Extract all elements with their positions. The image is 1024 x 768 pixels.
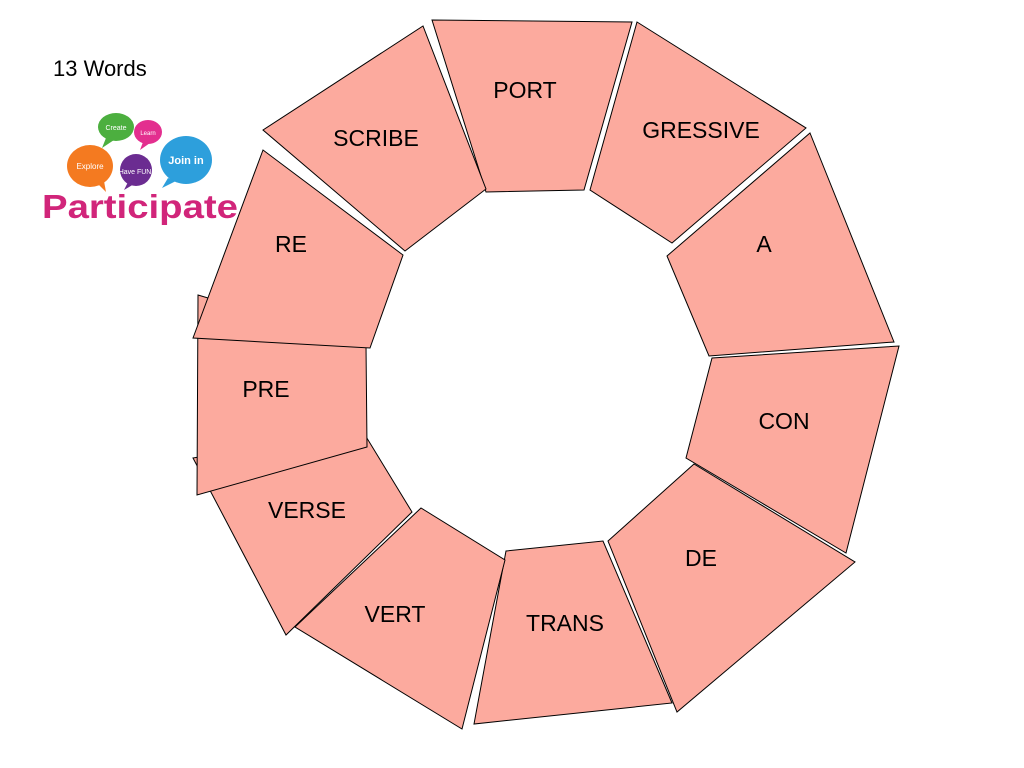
explore-bubble-text: Explore bbox=[76, 162, 104, 171]
tile-shape-port[interactable] bbox=[431, 19, 633, 193]
tile-label-con: CON bbox=[758, 408, 809, 434]
tile-shape-trans[interactable] bbox=[473, 540, 673, 725]
tile-shape-con[interactable] bbox=[685, 345, 900, 554]
tile-shape-re[interactable] bbox=[192, 149, 404, 349]
tile-label-scribe: SCRIBE bbox=[333, 125, 419, 151]
join-in-bubble-icon: Join in bbox=[160, 136, 212, 188]
learn-bubble-text: Learn bbox=[140, 131, 155, 137]
participate-logo: Create Learn Explore Have FUN! Join in P… bbox=[42, 113, 238, 225]
tile-vert[interactable]: VERT bbox=[294, 507, 506, 730]
tile-shape-gressive[interactable] bbox=[589, 21, 807, 244]
explore-bubble-icon: Explore bbox=[67, 145, 113, 192]
tile-label-pre: PRE bbox=[242, 376, 289, 402]
tile-a[interactable]: A bbox=[666, 132, 895, 357]
participate-wordmark: Participate bbox=[42, 188, 238, 225]
tile-scribe[interactable]: SCRIBE bbox=[262, 25, 487, 252]
tile-shape-scribe[interactable] bbox=[262, 25, 487, 252]
tile-label-gressive: GRESSIVE bbox=[642, 117, 760, 143]
learn-bubble-icon: Learn bbox=[134, 120, 162, 150]
join-in-bubble-text: Join in bbox=[168, 155, 204, 167]
have-fun-bubble-icon: Have FUN! bbox=[119, 154, 154, 190]
tile-shape-de[interactable] bbox=[607, 463, 856, 713]
create-bubble-icon: Create bbox=[98, 113, 134, 148]
tile-shape-vert[interactable] bbox=[294, 507, 506, 730]
tile-label-de: DE bbox=[685, 545, 717, 571]
create-bubble-text: Create bbox=[105, 125, 126, 132]
have-fun-bubble-text: Have FUN! bbox=[119, 169, 154, 176]
tile-label-verse: VERSE bbox=[268, 497, 346, 523]
tile-label-trans: TRANS bbox=[526, 610, 604, 636]
tile-trans[interactable]: TRANS bbox=[473, 540, 673, 725]
tile-shape-a[interactable] bbox=[666, 132, 895, 357]
tile-label-port: PORT bbox=[493, 77, 556, 103]
tile-gressive[interactable]: GRESSIVE bbox=[589, 21, 807, 244]
word-count-heading: 13 Words bbox=[53, 56, 147, 81]
tile-de[interactable]: DE bbox=[607, 463, 856, 713]
tile-port[interactable]: PORT bbox=[431, 19, 633, 193]
tile-label-vert: VERT bbox=[365, 601, 426, 627]
tile-con[interactable]: CON bbox=[685, 345, 900, 554]
tile-label-re: RE bbox=[275, 231, 307, 257]
tile-re[interactable]: RE bbox=[192, 149, 404, 349]
tile-label-a: A bbox=[756, 231, 772, 257]
